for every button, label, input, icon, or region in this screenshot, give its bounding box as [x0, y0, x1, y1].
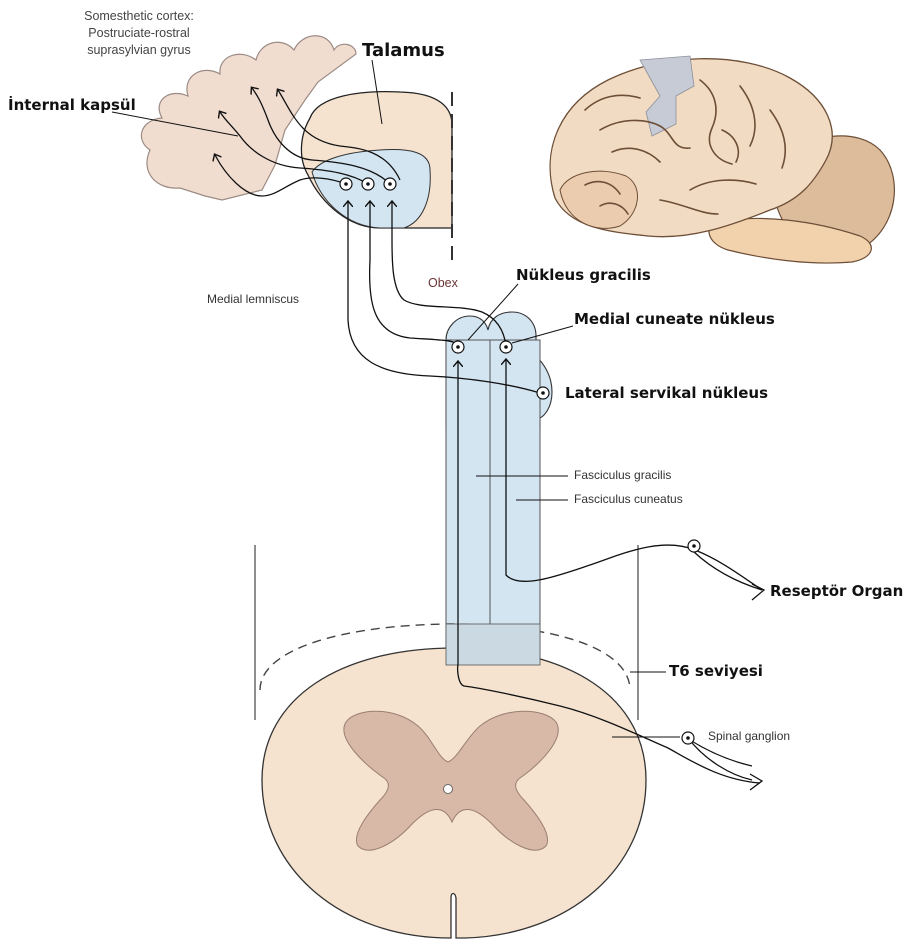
obex-label: Obex — [428, 276, 458, 290]
thalamic-neuron-2-icon — [362, 178, 374, 190]
thalamic-neuron-1-icon — [340, 178, 352, 190]
t6-seviyesi-label: T6 seviyesi — [669, 662, 763, 680]
medial-cuneate-label: Medial cuneate nükleus — [574, 310, 775, 328]
reseptor-organ-label: Reseptör Organ — [770, 582, 903, 600]
cortex-label-line-1: Somesthetic cortex: — [44, 8, 234, 25]
lateral-cervical-neuron-icon — [537, 387, 549, 399]
talamus-label: Talamus — [362, 40, 445, 61]
internal-kapsul-label: İnternal kapsül — [8, 96, 136, 114]
medial-cuneate-neuron-icon — [500, 341, 512, 353]
lateral-servikal-label: Lateral servikal nükleus — [565, 384, 768, 402]
nukleus-gracilis-label: Nükleus gracilis — [516, 266, 651, 284]
medial-lemniscus-label: Medial lemniscus — [207, 292, 299, 306]
somesthetic-cortex-label: Somesthetic cortex: Postruciate-rostral … — [44, 8, 234, 59]
fasciculus-gracilis-label: Fasciculus gracilis — [574, 468, 671, 482]
fasciculus-cuneatus-tract — [490, 340, 540, 665]
spinal-ganglion-neuron-icon — [682, 732, 694, 744]
temporal-region — [560, 171, 637, 228]
receptor-organ-branch — [694, 552, 764, 600]
receptor-ganglion-neuron-icon — [688, 540, 700, 552]
thalamic-neuron-3-icon — [384, 178, 396, 190]
fasciculus-cuneatus-label: Fasciculus cuneatus — [574, 492, 683, 506]
central-canal — [444, 785, 453, 794]
fasciculus-gracilis-tract — [446, 340, 490, 665]
tract-overlap-region — [446, 624, 540, 665]
cortex-label-line-3: suprasylvian gyrus — [44, 42, 234, 59]
spinal-ganglion-root — [690, 740, 752, 766]
spinal-ganglion-label: Spinal ganglion — [708, 729, 790, 743]
nucleus-gracilis-neuron-icon — [452, 341, 464, 353]
brain-illustration — [550, 56, 894, 263]
cortex-label-line-2: Postruciate-rostral — [44, 25, 234, 42]
